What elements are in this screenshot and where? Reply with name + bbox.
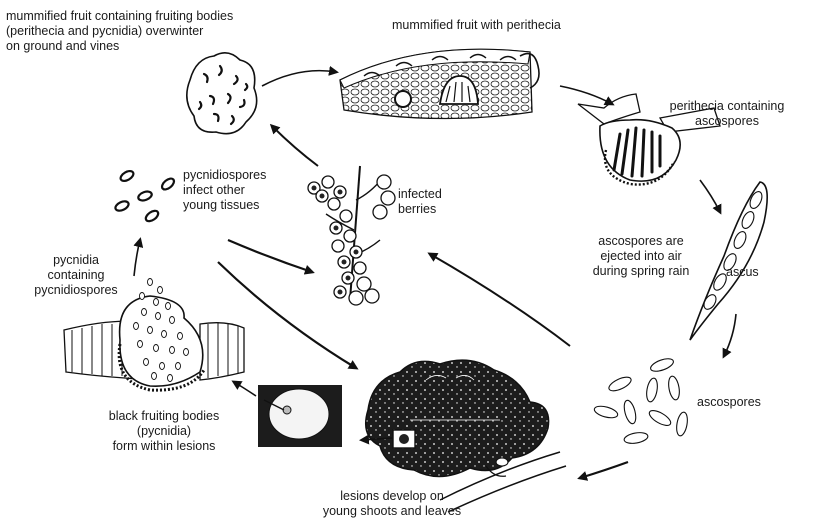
label-infected-berries: infected berries [398,187,442,217]
label-perithecia-ascospores: perithecia containing ascospores [652,99,802,129]
lesion-closeup-icon [258,385,342,447]
arrow-spores-to-berries [228,240,312,272]
label-black-fruiting-bodies: black fruiting bodies (pycnidia) form wi… [94,409,234,454]
label-mummified-perithecia: mummified fruit with perithecia [392,18,561,33]
arrow-berries-to-mummy [272,126,318,166]
label-mummified-overwinter: mummified fruit containing fruiting bodi… [6,9,233,54]
arrow-closeup-to-pycnidia [234,382,256,396]
ascospores-cluster-icon [593,356,689,445]
label-pycnidiospores-infect: pycnidiospores infect other young tissue… [183,168,266,213]
arrow-spring-to-berries [430,254,570,346]
arrow-pycnidia-to-spores [134,240,140,276]
arrow-ascus-to-ascospores [724,314,736,356]
mummified-fruit-icon [187,53,257,134]
pycnidiospores-icon [114,169,176,223]
label-ascospores: ascospores [697,395,761,410]
arrow-ascospores-to-lesions [580,462,628,478]
mummified-fruit-section-icon [340,49,539,118]
label-ascospores-ejected: ascospores are ejected into air during s… [578,234,704,279]
arrow-overwinter-to-perithecia [262,71,336,86]
infected-berries-icon [308,166,395,305]
label-pycnidia-containing: pycnidia containing pycnidiospores [32,253,120,298]
label-lesions-develop: lesions develop on young shoots and leav… [302,489,482,519]
arrow-perithecium-to-ascus [700,180,720,212]
arrow-fruit-to-perithecium [560,86,612,104]
label-ascus: ascus [726,265,759,280]
